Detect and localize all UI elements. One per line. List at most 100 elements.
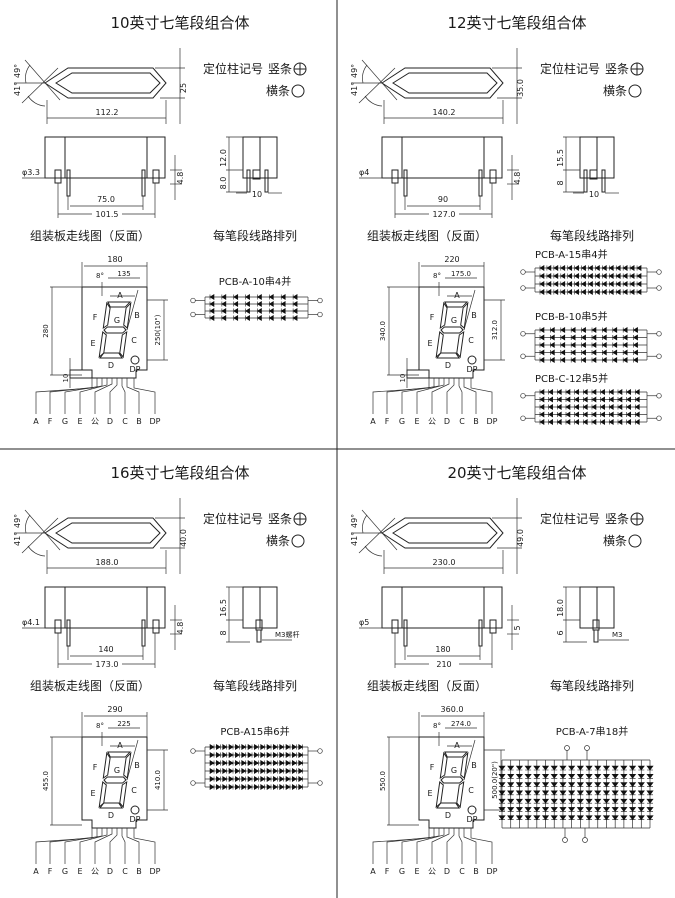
diode: [221, 300, 227, 308]
terminal: [656, 353, 662, 359]
slant-guide: [463, 289, 476, 331]
angle-line: [361, 59, 398, 101]
diode: [617, 403, 623, 411]
diode: [626, 411, 631, 418]
pin-spacing-outer-label: 210: [436, 660, 451, 669]
pin-trace: [121, 828, 126, 864]
diode: [646, 807, 654, 812]
front-width-label: 220: [444, 255, 459, 264]
diode: [245, 314, 250, 322]
diode: [273, 775, 278, 783]
pin-height-label: 4.8: [176, 622, 185, 635]
diode: [548, 396, 553, 403]
diode: [235, 759, 240, 767]
diode: [601, 349, 607, 356]
lead-pin: [66, 169, 71, 197]
diode: [222, 751, 228, 759]
housing-inner-outline: [55, 522, 161, 544]
diode: [629, 272, 635, 280]
diode: [646, 790, 654, 796]
angle-arc: [364, 95, 383, 107]
digit-height-label: 410.0: [154, 770, 162, 790]
angle-line: [358, 517, 396, 554]
pin-spacing-inner-label: 90: [438, 195, 448, 204]
lead-pin: [403, 619, 408, 647]
diode: [611, 773, 619, 779]
diode: [235, 767, 240, 775]
segment-e: [435, 781, 444, 809]
diode: [548, 418, 553, 426]
diode: [628, 807, 637, 812]
diode: [292, 300, 298, 308]
diode: [268, 314, 274, 322]
segment-f: [439, 301, 448, 329]
diode: [637, 807, 645, 812]
terminal: [656, 415, 662, 421]
diode: [266, 759, 272, 767]
diode: [280, 314, 286, 322]
diode: [594, 782, 602, 788]
segment-label-g: G: [114, 316, 120, 325]
diode: [560, 356, 566, 364]
diode: [241, 759, 247, 767]
diode: [594, 790, 602, 796]
pin-label-4: 公: [91, 417, 99, 426]
segment-caption: 每笔段线路排列: [213, 228, 297, 243]
diode: [637, 765, 645, 771]
diode: [568, 807, 576, 812]
diode: [553, 264, 559, 272]
diode: [591, 341, 597, 349]
circle-icon: [628, 84, 642, 98]
diode: [560, 288, 566, 296]
segment-e: [435, 331, 444, 359]
diode: [285, 767, 291, 775]
pin-label-3: E: [414, 867, 419, 876]
diode: [228, 783, 234, 791]
pin-spacing-inner-label: 140: [98, 645, 113, 654]
diode: [247, 767, 253, 775]
legend-horizontal-label: 横条: [603, 534, 627, 548]
segment-caption: 每笔段线路排列: [550, 678, 634, 693]
diode: [582, 411, 588, 418]
segment-c: [119, 331, 128, 359]
diode: [533, 790, 541, 796]
diode: [533, 815, 541, 821]
diode: [608, 388, 614, 396]
diode: [222, 759, 228, 767]
terminal: [656, 393, 662, 399]
diode: [524, 773, 532, 779]
diode: [602, 807, 611, 812]
segment-f: [102, 751, 111, 779]
diode: [581, 280, 586, 288]
segment-b: [460, 751, 469, 779]
diode: [620, 773, 628, 779]
diode: [273, 743, 278, 751]
angle-arc: [362, 64, 368, 84]
terminal: [562, 837, 568, 843]
diode: [608, 280, 614, 288]
diode: [221, 314, 227, 322]
diode: [629, 288, 635, 296]
pin-trace: [109, 828, 118, 864]
circuit-diagram-0: [498, 745, 654, 843]
pin-trace: [94, 378, 113, 414]
diode: [585, 807, 593, 812]
diode: [612, 326, 618, 334]
pin-trace: [386, 828, 435, 864]
diode: [617, 418, 623, 426]
diode: [565, 403, 571, 411]
segment-f: [102, 301, 111, 329]
diode: [285, 759, 291, 767]
diode: [285, 783, 291, 791]
panel-title: 16英寸七笔段组合体: [110, 464, 249, 482]
diode: [549, 349, 555, 356]
slant-guide: [463, 739, 476, 781]
lead-pin: [264, 169, 269, 193]
diode: [266, 783, 272, 791]
diode: [209, 759, 215, 767]
end-pitch-label: 10: [589, 190, 599, 199]
top-width-label: 140.2: [433, 108, 456, 117]
diode: [254, 783, 259, 791]
